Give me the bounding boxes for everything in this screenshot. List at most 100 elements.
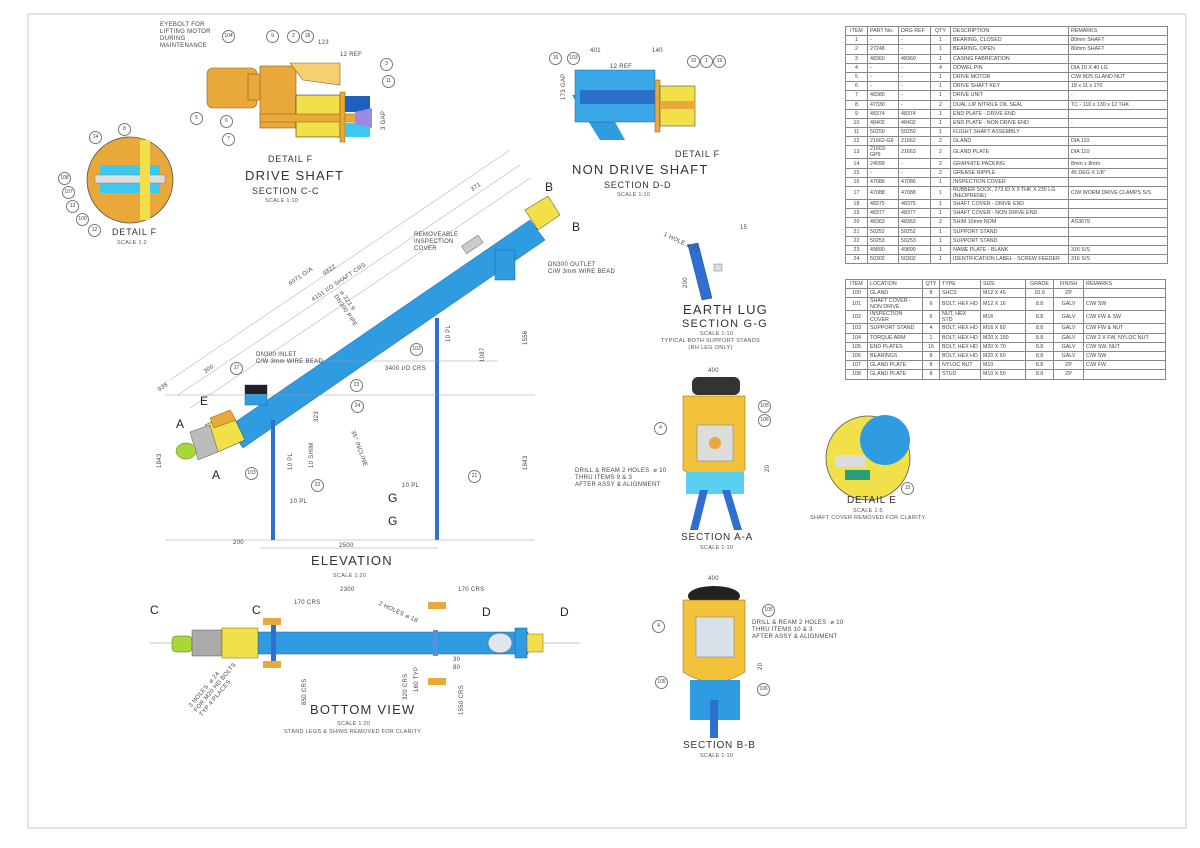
table-cell: NYLOC NUT xyxy=(939,360,981,371)
table-cell: 47086 xyxy=(898,176,931,188)
section-marker-d-right: D xyxy=(560,605,569,619)
table-cell: SHAFT COVER - DRIVE END xyxy=(950,198,1069,210)
table-cell: C/W M25 GLAND NUT xyxy=(1068,71,1168,83)
table-cell: 50252 xyxy=(867,226,899,237)
table-cell: C/W FW xyxy=(1083,360,1166,371)
detail-marker-e: E xyxy=(200,394,209,408)
table-cell: BOLT, HEX HD xyxy=(939,350,981,362)
dim-80: 80 xyxy=(453,665,461,671)
table-cell: SUPPORT STAND xyxy=(950,235,1069,246)
dim-323: 323 xyxy=(314,411,320,422)
table-cell: 24 xyxy=(845,254,868,265)
drive-shaft-title: DRIVE SHAFT xyxy=(245,168,345,183)
table-cell: 16 xyxy=(845,176,868,188)
table-cell: 1 xyxy=(930,35,951,46)
table-cell: GALV xyxy=(1053,332,1084,343)
table-cell: BOLT, HEX HD xyxy=(939,323,981,334)
dim-850-crs: 850 CRS xyxy=(302,678,308,705)
table-cell: 48402 xyxy=(898,117,931,129)
dim-1550-crs: 1550 CRS xyxy=(459,684,465,715)
balloon: 22 xyxy=(311,479,324,492)
dim-3400: 3400 I/O CRS xyxy=(385,366,426,372)
table-cell: 49890 xyxy=(867,244,899,256)
table-cell: 8.8 xyxy=(1025,360,1054,371)
section-marker-b-bottom: B xyxy=(572,220,581,234)
balloon: 106 xyxy=(758,414,771,427)
balloon: 23 xyxy=(350,379,363,392)
table-cell: BEARING, CLOSED xyxy=(950,35,1069,46)
dim-10-shim: 10 SHIM xyxy=(309,442,315,468)
table-cell: 1 xyxy=(930,198,951,210)
table-cell: 3 xyxy=(845,53,868,64)
table-cell: 316 S/S xyxy=(1068,244,1168,256)
column-header: DRG REF xyxy=(898,25,931,37)
table-cell: DRIVE SHAFT KEY xyxy=(950,81,1069,92)
dim-170-crs-left: 170 CRS xyxy=(294,600,321,606)
bb-dim-400: 400 xyxy=(708,576,719,582)
table-cell: STUD xyxy=(939,369,981,380)
balloon: 4 xyxy=(652,620,665,633)
table-cell: C/W FW & SW xyxy=(1083,310,1166,325)
table-cell: BOLT, HEX HD xyxy=(939,332,981,343)
detail-e-title: DETAIL E xyxy=(847,494,897,506)
table-cell: 103 xyxy=(845,323,868,334)
table-cell: - xyxy=(898,81,931,92)
table-cell: ZP xyxy=(1053,369,1084,380)
table-cell: 21662-G6 xyxy=(867,136,899,147)
elevation-title: ELEVATION xyxy=(311,553,393,568)
table-cell: 17 xyxy=(845,186,868,200)
non-drive-shaft-title: NON DRIVE SHAFT xyxy=(572,162,709,177)
table-cell: 1 xyxy=(930,108,951,119)
table-cell: END PLATES xyxy=(867,341,923,352)
column-header: FINISH xyxy=(1053,278,1084,290)
table-cell: M12 X 16 xyxy=(980,297,1026,312)
bottom-view-scale: SCALE 1:20 xyxy=(337,721,371,727)
table-cell: SUPPORT STAND xyxy=(867,323,923,334)
balloon: 19 xyxy=(713,55,726,68)
earth-lug-scale: SCALE 1:10 xyxy=(700,331,734,337)
section-aa-scale: SCALE 1:10 xyxy=(700,545,734,551)
table-cell: INSPECTION COVER xyxy=(867,310,923,325)
balloon: 103 xyxy=(245,467,258,480)
balloon: 11 xyxy=(382,75,395,88)
table-cell: GRAPHITE PACKING xyxy=(950,158,1069,169)
table-cell: M20 X 150 xyxy=(980,332,1026,343)
table-cell: 1 xyxy=(930,186,951,200)
section-bb-scale: SCALE 1:10 xyxy=(700,753,734,759)
column-header: TYPE xyxy=(939,278,981,290)
dim-12-ref-nd: 12 REF xyxy=(610,64,633,70)
table-cell: M12 X 45 xyxy=(980,288,1026,299)
column-header: ITEM xyxy=(845,25,868,37)
table-cell: 2 xyxy=(845,44,868,55)
table-cell: BEARINGS xyxy=(867,350,923,362)
table-cell: 1 xyxy=(845,35,868,46)
balloon: 107 xyxy=(62,186,75,199)
balloon: 18 xyxy=(301,30,314,43)
table-cell: 2 xyxy=(930,167,951,178)
table-cell: 1 xyxy=(930,71,951,83)
table-cell: 14 xyxy=(845,158,868,169)
section-marker-a-bottom: A xyxy=(212,468,221,482)
table-cell: GLAND PLATE xyxy=(950,145,1069,160)
table-cell: 106 xyxy=(845,350,868,362)
table-cell xyxy=(1083,288,1166,299)
table-cell: 5 xyxy=(845,71,868,83)
table-cell: 2 xyxy=(930,158,951,169)
table-cell: SUPPORT STAND xyxy=(950,226,1069,237)
table-cell: 48377 xyxy=(898,208,931,219)
table-cell: 13 xyxy=(845,145,868,160)
balloon: 3 xyxy=(380,58,393,71)
table-cell: 23 xyxy=(845,244,868,256)
table-cell: 48377 xyxy=(867,208,899,219)
